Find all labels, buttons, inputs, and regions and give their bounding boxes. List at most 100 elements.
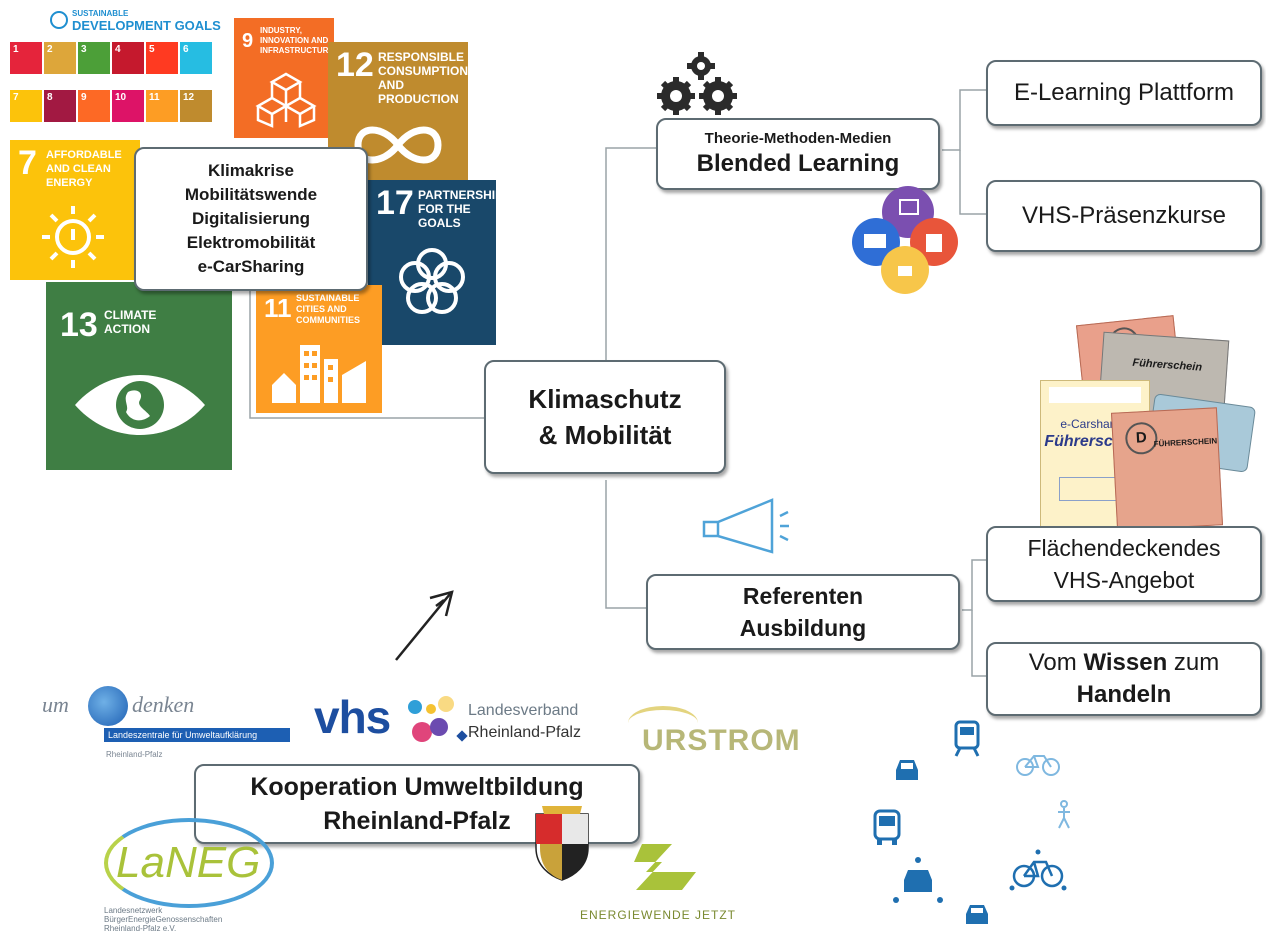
sdg-tile-8: 8 bbox=[44, 90, 76, 122]
sdg-tile-10: 10 bbox=[112, 90, 144, 122]
infinity-icon bbox=[354, 126, 442, 164]
umdenken-bar: Landeszentrale für Umweltaufklärung bbox=[104, 728, 290, 742]
blended-small: Theorie-Methoden-Medien bbox=[704, 130, 892, 147]
sdg-tile-13: 13 CLIMATE ACTION bbox=[46, 282, 232, 470]
topics-box: Klimakrise Mobilitätswende Digitalisieru… bbox=[134, 147, 368, 291]
sdg-tile-7: 7 AFFORDABLE AND CLEAN ENERGY bbox=[10, 140, 140, 280]
arrow-icon bbox=[395, 590, 454, 661]
wissen-bold-2: Handeln bbox=[1076, 681, 1172, 708]
referenten-line-1: Referenten bbox=[742, 583, 864, 609]
wissen-line-1: Vom Wissen zum bbox=[1029, 647, 1220, 679]
elearning-label: E-Learning Plattform bbox=[1013, 79, 1235, 106]
urstrom-wordmark: URSTROM bbox=[642, 724, 801, 757]
sun-power-icon bbox=[42, 206, 104, 268]
un-logo-icon bbox=[50, 11, 68, 29]
vhs-line-1: Landesverband bbox=[468, 702, 579, 719]
bus-icon bbox=[873, 809, 901, 845]
megaphone-icon bbox=[702, 498, 789, 554]
center-line-2: & Mobilität bbox=[538, 420, 672, 450]
topic-2: Mobilitätswende bbox=[184, 185, 318, 204]
license-d-circle-2: D bbox=[1124, 421, 1159, 456]
sdg-tile-2: 2 bbox=[44, 42, 76, 74]
urstrom-swoosh-icon bbox=[628, 706, 698, 740]
vhs-bubbles-icon bbox=[408, 696, 458, 748]
gears-icon bbox=[657, 52, 737, 115]
tile-13-label: CLIMATE ACTION bbox=[104, 308, 157, 336]
topic-5: e-CarSharing bbox=[197, 257, 305, 276]
sdg-tile-1: 1 bbox=[10, 42, 42, 74]
bike-sharing-icon bbox=[1009, 849, 1067, 891]
sdg-header: SUSTAINABLE DEVELOPMENT GOALS bbox=[50, 8, 240, 36]
referenten-line-2: Ausbildung bbox=[739, 615, 867, 641]
license-pink-2: D FÜHRERSCHEIN bbox=[1110, 407, 1224, 531]
vhs-kurse-box: VHS-Präsenzkurse bbox=[986, 180, 1262, 252]
wissen-mid: zum bbox=[1167, 649, 1220, 676]
flaechen-line-1: Flächendeckendes bbox=[1027, 535, 1221, 561]
energiewende-logo: ENERGIEWENDE JETZT bbox=[580, 842, 770, 922]
sdg-tile-7s: 7 bbox=[10, 90, 42, 122]
sdg-tile-6: 6 bbox=[180, 42, 212, 74]
flower-rings-icon bbox=[399, 248, 465, 314]
tile-7-number: 7 bbox=[18, 144, 37, 182]
taxi-icon bbox=[896, 760, 918, 780]
tile-11-label: SUSTAINABLE CITIES AND COMMUNITIES bbox=[296, 293, 360, 325]
umdenken-sub: Rheinland-Pfalz bbox=[106, 750, 163, 759]
sdg-tile-11s: 11 bbox=[146, 90, 178, 122]
laneg-sub-2: BürgerEnergieGenossenschaften bbox=[104, 915, 223, 924]
sdg-tile-4: 4 bbox=[112, 42, 144, 74]
sdg-tile-12: 12 RESPONSIBLE CONSUMPTION AND PRODUCTIO… bbox=[328, 42, 468, 182]
vhs-line-2: Rheinland-Pfalz bbox=[468, 724, 581, 741]
wissen-pre: Vom bbox=[1028, 649, 1084, 676]
vhs-logo: vhs Landesverband Rheinland-Pfalz bbox=[314, 691, 614, 754]
energiewende-leaf-icon bbox=[634, 844, 696, 890]
blended-big: Blended Learning bbox=[696, 150, 900, 177]
tile-17-label: PARTNERSHIPS FOR THE GOALS bbox=[418, 188, 496, 230]
urstrom-logo: URSTROM bbox=[628, 706, 804, 786]
license-grey-title: Führerschein bbox=[1132, 356, 1203, 374]
laneg-sub-3: Rheinland-Pfalz e.V. bbox=[104, 924, 177, 933]
tile-13-number: 13 bbox=[60, 306, 98, 344]
laneg-sub-1: Landesnetzwerk bbox=[104, 906, 163, 915]
bicycle-icon bbox=[1016, 755, 1060, 776]
topic-4: Elektromobilität bbox=[186, 233, 316, 252]
pedestrian-icon bbox=[1058, 800, 1070, 829]
sdg-tile-9: 9 INDUSTRY, INNOVATION AND INFRASTRUCTUR… bbox=[234, 18, 334, 138]
tile-9-label: INDUSTRY, INNOVATION AND INFRASTRUCTURE bbox=[260, 26, 334, 55]
vhs-wordmark: vhs bbox=[314, 691, 391, 743]
umdenken-logo: um denken Landeszentrale für Umweltaufkl… bbox=[40, 686, 290, 766]
carsharing-icon bbox=[893, 857, 943, 903]
kooperation-line-2: Rheinland-Pfalz bbox=[323, 807, 511, 835]
umdenken-um: um bbox=[42, 692, 69, 717]
ecar-flag-row bbox=[1049, 387, 1141, 403]
tile-11-number: 11 bbox=[264, 293, 292, 323]
wissen-line-2: Handeln bbox=[1077, 679, 1172, 711]
sdg-header-text: DEVELOPMENT GOALS bbox=[72, 18, 221, 33]
center-line-1: Klimaschutz bbox=[528, 384, 682, 414]
sdg-header-top: SUSTAINABLE bbox=[72, 9, 129, 18]
kooperation-line-1: Kooperation Umweltbildung bbox=[250, 773, 584, 801]
laneg-ring bbox=[104, 818, 274, 908]
sdg-tile-3: 3 bbox=[78, 42, 110, 74]
vhs-dot-icon bbox=[456, 730, 468, 742]
city-icon bbox=[272, 345, 366, 403]
sdg-tile-17: 17 PARTNERSHIPS FOR THE GOALS bbox=[368, 180, 496, 345]
center-node: Klimaschutz & Mobilität bbox=[484, 360, 726, 474]
cubes-icon bbox=[255, 72, 317, 128]
license-pink-title: FÜHRERSCHEIN bbox=[1153, 436, 1218, 449]
sdg-tile-12s: 12 bbox=[180, 90, 212, 122]
sdg-tile-5: 5 bbox=[146, 42, 178, 74]
tile-9-number: 9 bbox=[242, 30, 254, 52]
sdg-tile-9s: 9 bbox=[78, 90, 110, 122]
laneg-wordmark: LaNEG bbox=[116, 838, 261, 887]
vhs-kurse-label: VHS-Präsenzkurse bbox=[1021, 202, 1227, 229]
referenten-box: Referenten Ausbildung bbox=[646, 574, 960, 650]
tile-17-number: 17 bbox=[376, 184, 414, 222]
tile-7-label: AFFORDABLE AND CLEAN ENERGY bbox=[46, 149, 122, 189]
topic-1: Klimakrise bbox=[208, 161, 294, 180]
globe-icon bbox=[88, 686, 128, 726]
wissen-bold-1: Wissen bbox=[1083, 649, 1168, 676]
laneg-logo: LaNEG Landesnetzwerk BürgerEnergieGenoss… bbox=[104, 818, 304, 933]
umdenken-rest: denken bbox=[132, 692, 195, 717]
car-icon bbox=[966, 905, 988, 924]
